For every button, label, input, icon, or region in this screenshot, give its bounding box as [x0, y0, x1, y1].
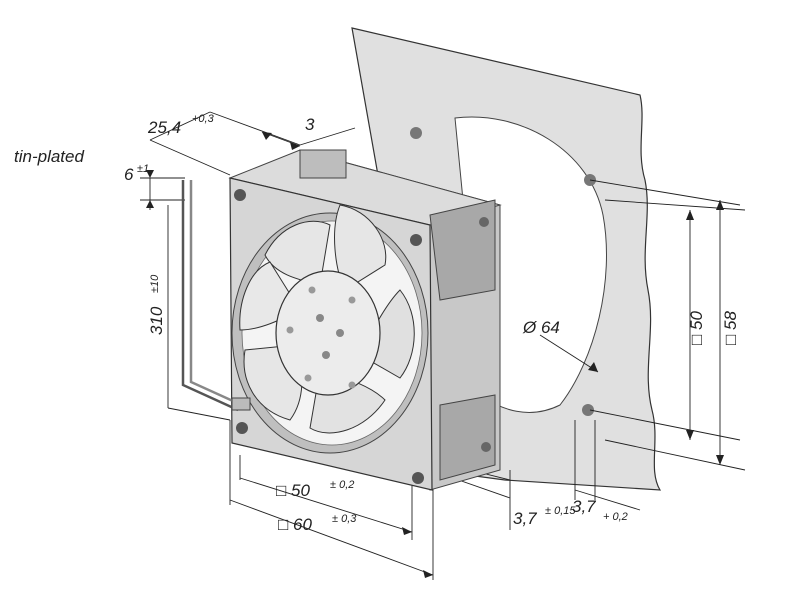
- hub-dot-2: [348, 296, 356, 304]
- impeller: [239, 204, 415, 434]
- panel-hole-spacing-label: □ 50: [687, 311, 706, 345]
- hub: [275, 270, 381, 396]
- flange-label: 3: [305, 115, 315, 134]
- wire-clip: [231, 397, 251, 411]
- lead-wires: [181, 180, 251, 412]
- mounting-hole-top-right: [410, 234, 422, 246]
- dimension-lines: [140, 111, 746, 580]
- frame-size-label: □ 60: [278, 515, 312, 534]
- hole-spacing-tolerance: ± 0,2: [330, 479, 354, 491]
- mounting-hole-bottom-right: [412, 472, 424, 484]
- hole-diameter-label: 3,7: [513, 509, 537, 528]
- wire-note-label: tin-plated: [14, 147, 84, 166]
- panel-hole-bottom-right: [582, 404, 594, 416]
- lead-length-tolerance: ±10: [149, 274, 161, 293]
- cutout-diameter-label: Ø 64: [522, 318, 560, 337]
- depth-label: 25,4: [147, 118, 181, 137]
- hub-dot-3: [286, 326, 294, 334]
- frame-size-tolerance: ± 0,3: [332, 513, 357, 525]
- hub-dot-4: [316, 314, 324, 322]
- wire-1: [181, 180, 239, 412]
- strip-label: 6: [124, 165, 134, 184]
- housing-rib-bottom: [439, 394, 496, 481]
- strip-tolerance: ±1: [137, 163, 149, 175]
- panel-outer-label: □ 58: [721, 311, 740, 345]
- housing-hole-right: [479, 217, 489, 227]
- housing-hole-bottom-right: [481, 442, 491, 452]
- hub-dot-1: [308, 286, 316, 294]
- hub-dot-7: [304, 374, 312, 382]
- fan-rear-housing: [228, 149, 502, 491]
- mounting-hole-bottom-left: [236, 422, 248, 434]
- dimension-labels: tin-plated 25,4 +0,3 3 6 ±1 310 ±10 Ø 64…: [14, 113, 740, 534]
- wire-2: [189, 180, 245, 408]
- depth-tolerance: +0,3: [192, 113, 215, 125]
- dimension-arrows: [146, 132, 724, 578]
- lead-length-label: 310: [147, 306, 166, 335]
- hole-spacing-label: □ 50: [276, 481, 310, 500]
- housing-tab-top: [299, 149, 347, 179]
- blade-1: [264, 220, 331, 286]
- mounting-hole-top-left: [234, 189, 246, 201]
- blade-2: [334, 204, 387, 291]
- panel-hole-tolerance: + 0,2: [603, 511, 628, 523]
- hub-dot-8: [348, 381, 356, 389]
- panel-hole-top-left: [410, 127, 422, 139]
- hub-dot-6: [322, 351, 330, 359]
- housing-rib-top: [429, 199, 496, 301]
- panel-hole-label: 3,7: [572, 497, 596, 516]
- hub-dot-5: [336, 329, 344, 337]
- hole-diameter-tolerance: ± 0,15: [545, 505, 576, 517]
